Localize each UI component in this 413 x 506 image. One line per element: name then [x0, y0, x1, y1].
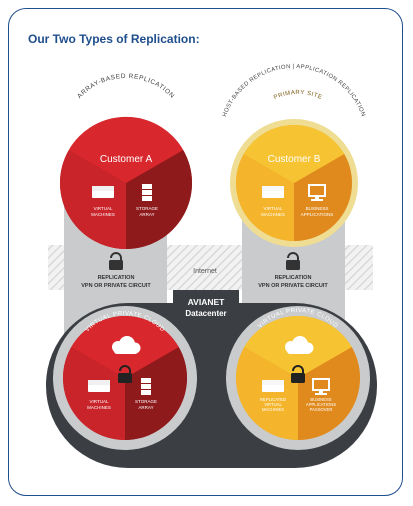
cloud-apps-label-line1: BUSINESS	[310, 397, 331, 402]
cloud-icon	[112, 336, 141, 354]
customer-b-label: Customer B	[268, 154, 321, 165]
cloud-vm-label-line2: MACHINES	[87, 405, 111, 410]
vm-label-line1: VIRTUAL	[264, 206, 283, 211]
cloud-apps-label-line2: APPLICATIONS	[306, 402, 336, 407]
server-icon	[92, 186, 114, 198]
left-replication-sublabel: VPN OR PRIVATE CIRCUIT	[81, 283, 151, 289]
lock-icon	[109, 252, 123, 270]
vm-label-line2: MACHINES	[261, 212, 285, 217]
datacenter-label: Datacenter	[185, 309, 226, 318]
cloud-icon	[285, 336, 314, 354]
left-private-cloud: VIRTUAL MACHINES STORAGE ARRAY	[62, 315, 188, 441]
storage-label-line1: STORAGE	[136, 206, 158, 211]
monitor-icon	[312, 378, 330, 395]
cloud-storage-label-line1: STORAGE	[135, 399, 157, 404]
right-replication-sublabel: VPN OR PRIVATE CIRCUIT	[258, 283, 328, 289]
server-icon	[88, 380, 110, 392]
left-replication-label: REPLICATION	[98, 275, 135, 281]
cloud-storage-label-line2: ARRAY	[138, 405, 153, 410]
monitor-icon	[308, 184, 326, 201]
cloud-vm-label-line1: REPLICATED	[260, 397, 286, 402]
lock-icon	[118, 365, 132, 383]
apps-label-line2: APPLICATIONS	[301, 212, 333, 217]
customer-a-label: Customer A	[100, 154, 153, 165]
cloud-apps-label-line3: PASSOVER	[310, 407, 333, 412]
vm-label-line2: MACHINES	[91, 212, 115, 217]
right-replication-label: REPLICATION	[275, 275, 312, 281]
storage-label-line2: ARRAY	[139, 212, 154, 217]
apps-label-line1: BUSINESS	[306, 206, 329, 211]
lock-icon	[286, 252, 300, 270]
cloud-vm-label-line1: VIRTUAL	[90, 399, 109, 404]
customer-a-site: Customer A VIRTUAL MACHINES STORAGE ARRA…	[59, 116, 193, 250]
server-icon	[262, 186, 284, 198]
primary-site-label: PRIMARY SITE	[273, 90, 323, 101]
lock-icon	[291, 365, 305, 383]
page-title: Our Two Types of Replication:	[28, 32, 200, 46]
storage-stack-icon	[141, 378, 151, 395]
cloud-vm-label-line3: MACHINES	[262, 407, 284, 412]
array-replication-arc-label: ARRAY-BASED REPLICATION	[76, 73, 176, 100]
right-private-cloud: REPLICATED VIRTUAL MACHINES BUSINESS APP…	[235, 315, 361, 440]
vm-label-line1: VIRTUAL	[94, 206, 113, 211]
internet-label: Internet	[193, 268, 217, 275]
storage-stack-icon	[142, 184, 152, 201]
customer-b-site: Customer B VIRTUAL MACHINES BUSINESS APP…	[236, 125, 352, 241]
cloud-vm-label-line2: VIRTUAL	[264, 402, 282, 407]
server-icon	[262, 380, 284, 392]
datacenter-name: AVIANET	[188, 297, 225, 307]
